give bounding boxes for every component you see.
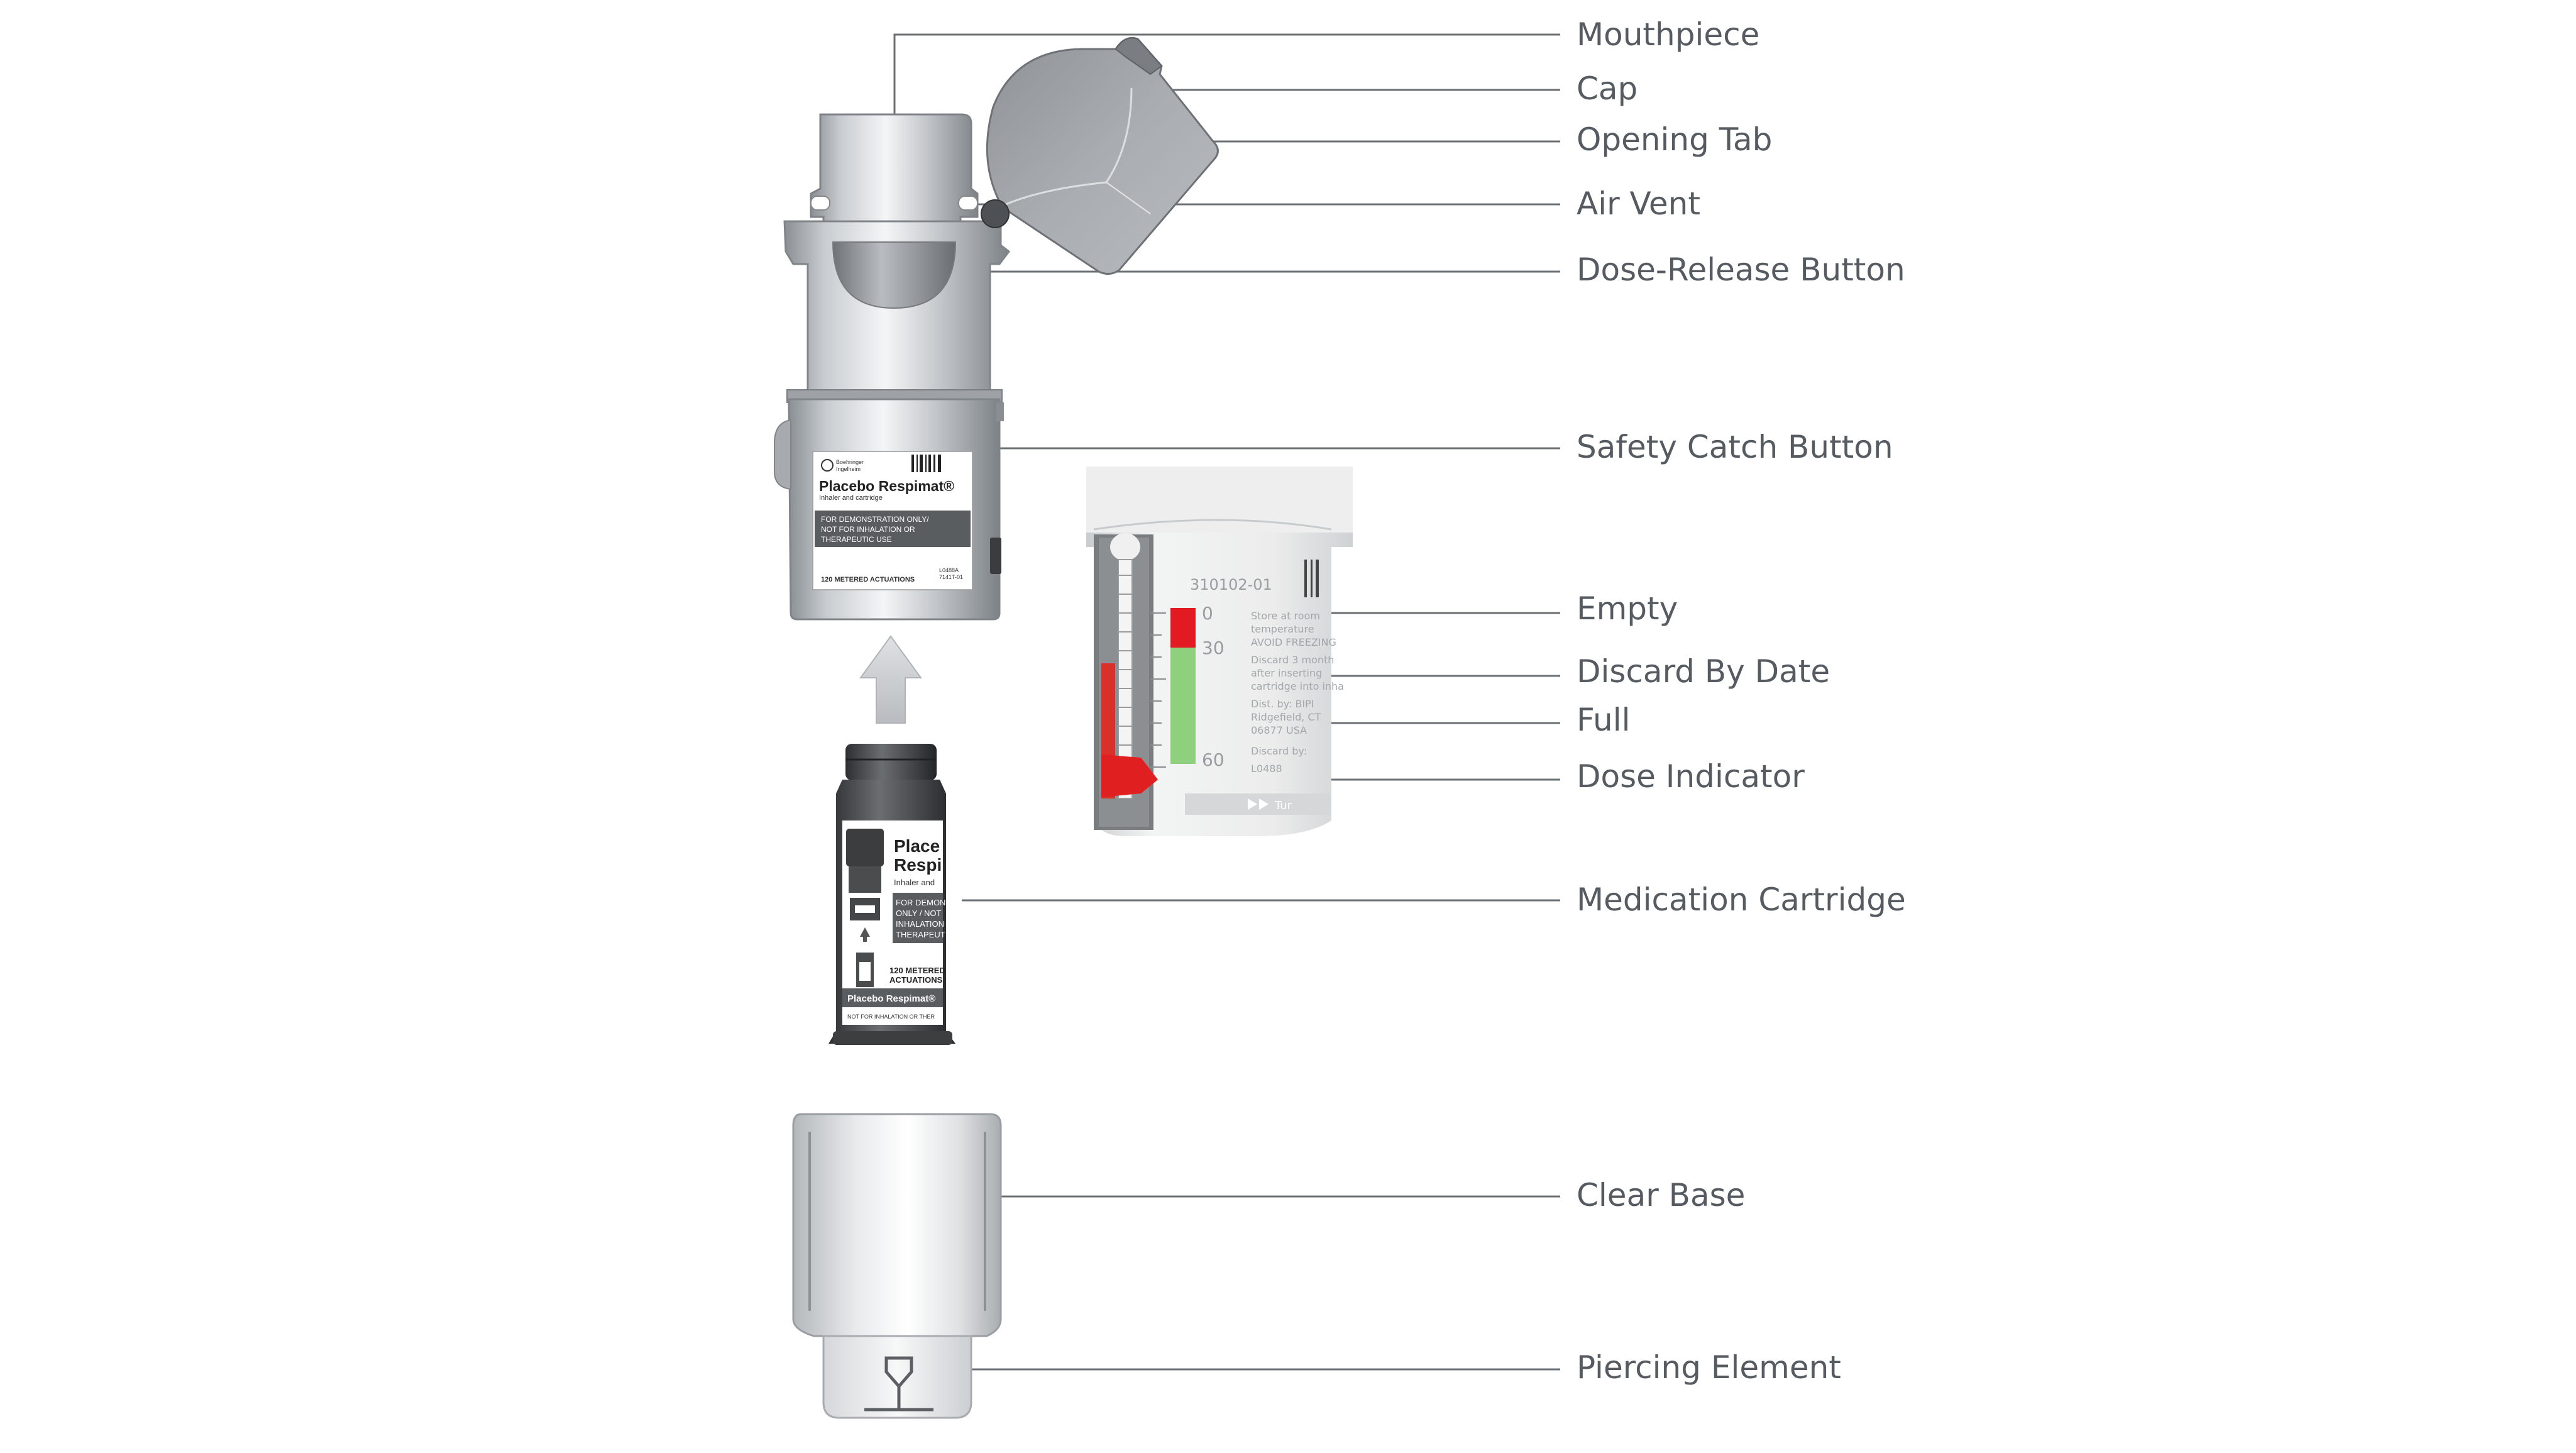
inhaler-warning-line2: NOT FOR INHALATION OR: [821, 525, 915, 534]
label-medication-cartridge: Medication Cartridge: [1577, 881, 1906, 918]
leader-lines: [891, 33, 1560, 1371]
cartridge-product-line2: Respi: [894, 855, 942, 875]
indicator-notes: Store at room temperature AVOID FREEZING…: [1251, 610, 1344, 775]
label-full: Full: [1577, 702, 1631, 738]
cartridge-actuations-line1: 120 METERED: [889, 966, 945, 975]
indicator-note-11: L0488: [1251, 763, 1282, 775]
label-opening-tab: Opening Tab: [1577, 121, 1773, 158]
label-safety-catch-button: Safety Catch Button: [1577, 429, 1893, 465]
indicator-note-3: AVOID FREEZING: [1251, 636, 1336, 648]
cartridge-band-text: Placebo Respimat®: [847, 993, 935, 1004]
inhaler-body: Boehringer Ingelheim Placebo Respimat® I…: [774, 113, 1011, 621]
bar-arrows-icon: [1248, 798, 1269, 810]
inhaler-code-line2: 7141T-01: [939, 574, 963, 580]
side-button: [990, 538, 1001, 574]
barcode: [911, 455, 941, 472]
cartridge-warning-line2: ONLY / NOT: [896, 909, 942, 918]
label-dose-release-button: Dose-Release Button: [1577, 251, 1905, 288]
cartridge-product-line1: Place: [894, 836, 940, 856]
indicator-lot-number: 310102-01: [1190, 576, 1272, 594]
cartridge-inhaler-pictogram-icon: [846, 829, 884, 987]
indicator-note-1: Store at room: [1251, 610, 1320, 622]
label-clear-base: Clear Base: [1577, 1177, 1746, 1213]
inhaler-actuations: 120 METERED ACTUATIONS: [821, 576, 915, 583]
dose-indicator-closeup: 0 30 60 310102-01 Store at room temperat…: [1086, 467, 1353, 836]
indicator-note-4: Discard 3 month: [1251, 654, 1334, 666]
full-zone: [1170, 648, 1196, 764]
cartridge-subtitle: Inhaler and: [894, 878, 935, 887]
dose-release-button-shape: [832, 241, 957, 309]
inhaler-product-name: Placebo Respimat®: [819, 478, 954, 494]
scale-label-60: 60: [1202, 749, 1225, 770]
scale-label-30: 30: [1202, 638, 1225, 658]
air-vent-slot-left: [810, 196, 830, 211]
label-air-vent: Air Vent: [1577, 185, 1700, 222]
cap-shape: [986, 36, 1219, 275]
inhaler-brand-line1: Boehringer: [836, 459, 864, 465]
leader-mouthpiece: [893, 33, 1560, 116]
cartridge-warning-line1: FOR DEMON: [896, 898, 945, 907]
indicator-note-2: temperature: [1251, 623, 1314, 635]
scale-label-0: 0: [1202, 603, 1213, 624]
cartridge-warning-line3: INHALATION: [896, 919, 944, 929]
medication-cartridge-shape: Place Respi Inhaler and FOR DEMON ONLY /…: [828, 744, 955, 1045]
piercing-element-shape: [864, 1356, 933, 1412]
insert-arrow-icon: [859, 635, 922, 724]
cartridge-warning-line4: THERAPEUT: [896, 930, 945, 939]
indicator-bar-text: Tur: [1274, 799, 1292, 812]
label-mouthpiece: Mouthpiece: [1577, 16, 1760, 53]
mouthpiece-shape: [810, 113, 979, 228]
scale-ticks: [1150, 612, 1166, 768]
indicator-barcode: [1304, 560, 1319, 597]
indicator-note-7: Dist. by: BIPI: [1251, 698, 1314, 710]
clear-base-shape: [792, 1113, 1002, 1419]
indicator-note-6: cartridge into inha: [1251, 680, 1344, 692]
inhaler-product-subtitle: Inhaler and cartridge: [819, 494, 883, 502]
cap-inner-edge: [1106, 182, 1151, 214]
cartridge-footer-text: NOT FOR INHALATION OR THER: [847, 1014, 935, 1020]
label-dose-indicator: Dose Indicator: [1577, 758, 1805, 795]
label-discard-by-date: Discard By Date: [1577, 653, 1830, 690]
indicator-note-5: after inserting: [1251, 667, 1322, 679]
indicator-note-9: 06877 USA: [1251, 724, 1307, 736]
inhaler-warning-line1: FOR DEMONSTRATION ONLY/: [821, 515, 929, 524]
label-empty: Empty: [1577, 590, 1678, 627]
air-vent-slot-right: [958, 196, 978, 211]
cartridge-actuations-line2: ACTUATIONS: [889, 975, 943, 985]
safety-catch-left: [774, 419, 791, 490]
inhaler-brand-line2: Ingelheim: [836, 466, 861, 472]
indicator-note-8: Ridgefield, CT: [1251, 711, 1321, 723]
cap-assembly: [981, 36, 1219, 275]
inhaler-code-line1: L0488A: [939, 567, 959, 573]
inhaler-product-label: Boehringer Ingelheim Placebo Respimat® I…: [812, 451, 973, 590]
label-piercing-element: Piercing Element: [1577, 1349, 1841, 1386]
dose-pointer-shape: [1101, 754, 1158, 797]
safety-catch-right: [996, 402, 1004, 421]
inhaler-warning-line3: THERAPEUTIC USE: [821, 535, 892, 544]
empty-zone: [1170, 608, 1196, 648]
opening-tab-shape: [1115, 37, 1163, 75]
label-cap: Cap: [1577, 70, 1638, 107]
indicator-note-10: Discard by:: [1251, 745, 1307, 757]
cap-hinge: [981, 199, 1010, 228]
